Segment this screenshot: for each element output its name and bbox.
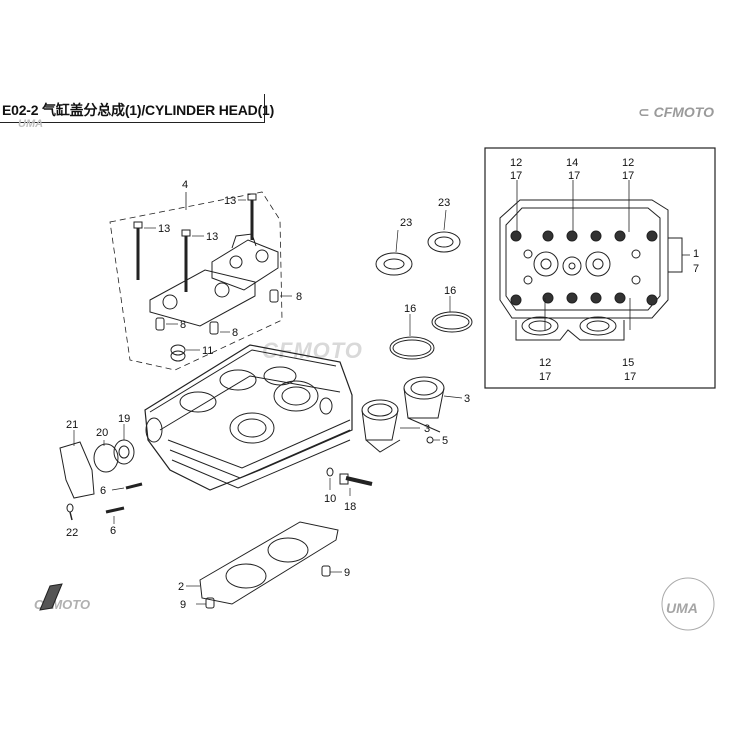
callout-6-upper: 6 — [100, 485, 106, 497]
callout-13-top: 13 — [224, 195, 236, 207]
inset-leaders — [516, 180, 690, 330]
callout-9-left: 9 — [180, 599, 186, 611]
callout-4: 4 — [182, 179, 188, 191]
cfmoto-logo-text: CFMOTO — [653, 104, 714, 120]
uma-logo: UMA — [666, 600, 698, 616]
page-title: E02-2 气缸盖分总成(1)/CYLINDER HEAD(1) — [2, 102, 275, 118]
callout-12-bottom: 12 — [539, 357, 551, 369]
title-frame — [0, 94, 265, 123]
o-rings — [375, 209, 461, 276]
callout-18: 18 — [344, 501, 356, 513]
callout-17-bottom-right: 17 — [624, 371, 636, 383]
inset-frame — [484, 147, 716, 389]
callout-13-left: 13 — [158, 223, 170, 235]
callout-8-left: 8 — [180, 319, 186, 331]
callout-7: 7 — [693, 263, 699, 275]
head-gasket — [186, 521, 342, 609]
callout-13-mid: 13 — [206, 231, 218, 243]
cfmoto-logo-top: ⊂ CFMOTO — [637, 104, 714, 120]
callout-3-right: 3 — [464, 393, 470, 405]
hose-clamps — [389, 296, 473, 360]
callout-16-left: 16 — [404, 303, 416, 315]
callout-16-right: 16 — [444, 285, 456, 297]
cylinder-head-top-view — [499, 199, 683, 341]
callout-10: 10 — [324, 493, 336, 505]
callout-3-left: 3 — [424, 423, 430, 435]
callout-23-left: 23 — [400, 217, 412, 229]
callout-1: 1 — [693, 248, 699, 260]
assembly-4-outline — [109, 191, 283, 371]
camshaft-cap-group — [149, 233, 279, 327]
callout-9-right: 9 — [344, 567, 350, 579]
thermostat-parts — [59, 424, 135, 521]
callout-5: 5 — [442, 435, 448, 447]
uma-emblem-icon — [661, 577, 715, 631]
uma-watermark-top: UMA — [18, 118, 44, 130]
callout-17-top-center: 17 — [568, 170, 580, 182]
bolt-13-group — [133, 193, 257, 292]
bolt-6-group — [105, 482, 143, 524]
callout-20: 20 — [96, 427, 108, 439]
callout-8-mid: 8 — [232, 327, 238, 339]
callout-12-top-right: 12 — [622, 157, 634, 169]
callout-23-right: 23 — [438, 197, 450, 209]
callout-2: 2 — [178, 581, 184, 593]
callout-22: 22 — [66, 527, 78, 539]
cylinder-head-body — [144, 344, 353, 491]
callout-17-top-left: 17 — [510, 170, 522, 182]
callout-15: 15 — [622, 357, 634, 369]
callout-19: 19 — [118, 413, 130, 425]
callout-12-top-left: 12 — [510, 157, 522, 169]
callout-11: 11 — [202, 345, 213, 357]
callout-8-right: 8 — [296, 291, 302, 303]
callout-21: 21 — [66, 419, 78, 431]
callout-6-lower: 6 — [110, 525, 116, 537]
fwd-arrow-icon — [39, 583, 63, 611]
dowel-pins — [155, 289, 292, 362]
intake-manifold-group — [361, 376, 463, 453]
temp-sensor — [326, 467, 373, 496]
callout-17-top-right: 17 — [622, 170, 634, 182]
callout-14: 14 — [566, 157, 578, 169]
callout-17-bottom-left: 17 — [539, 371, 551, 383]
